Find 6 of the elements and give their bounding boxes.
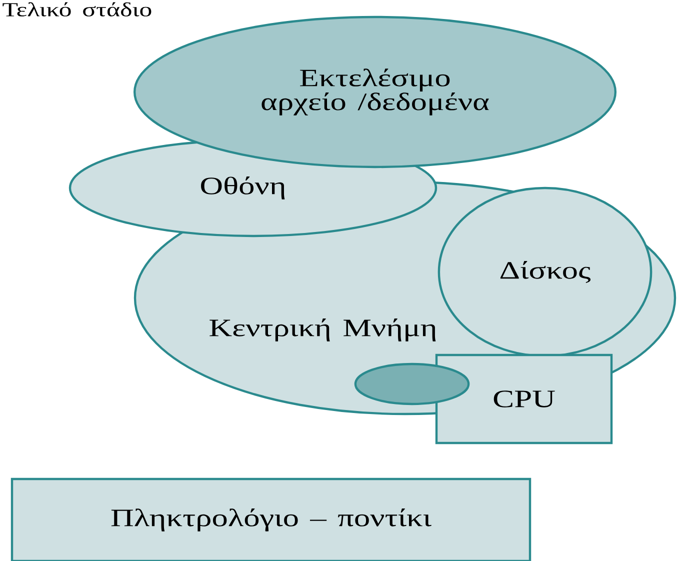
ellipse-shape (354, 362, 470, 406)
ellipse-node: Εκτελέσιμο αρχείο /δεδομένα (134, 16, 617, 168)
process-box: CPU (435, 354, 613, 444)
title: Τελικό στάδιο (2, 2, 152, 16)
node-label: Κεντρική Μνήμη (210, 318, 436, 342)
process-box: Πληκτρολόγιο – ποντίκι (10, 478, 532, 561)
